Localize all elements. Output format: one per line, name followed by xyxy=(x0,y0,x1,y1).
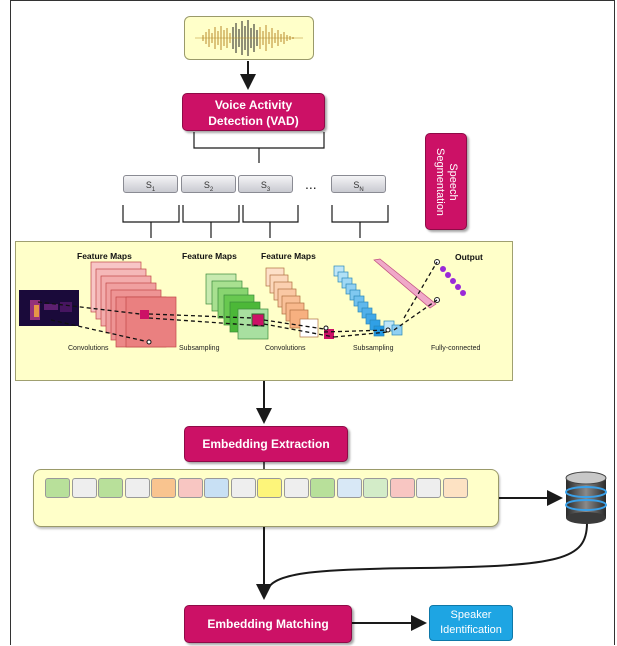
segment-bracket-1 xyxy=(122,205,180,238)
fully-connected-layer xyxy=(373,258,437,309)
embedding-cell xyxy=(230,478,256,498)
segment-s1: S1 xyxy=(123,175,178,193)
embedding-cell xyxy=(336,478,362,498)
segment-bracket-3 xyxy=(242,205,299,238)
convolutions-label-1: Convolutions xyxy=(68,345,109,352)
embedding-cell xyxy=(416,478,441,498)
embedding-extraction-box: Embedding Extraction xyxy=(184,426,348,462)
dashed-connections xyxy=(37,261,438,343)
embedding-cell xyxy=(310,478,335,498)
feature-maps-4 xyxy=(333,265,403,337)
segment-bracket-n xyxy=(331,205,389,238)
cnn-diagram-panel: Feature Maps Feature Maps Feature Maps O… xyxy=(15,241,513,381)
embedding-cell xyxy=(442,478,468,498)
subsampling-label-2: Subsampling xyxy=(353,345,394,352)
feature-maps-label-1: Feature Maps xyxy=(77,251,132,261)
vad-bracket xyxy=(193,132,325,163)
embedding-cell xyxy=(257,478,282,498)
figure-frame xyxy=(10,0,615,645)
feature-maps-label-3: Feature Maps xyxy=(261,251,316,261)
embedding-cell xyxy=(177,478,203,498)
database-icon xyxy=(565,471,607,524)
speaker-identification-box: Speaker Identification xyxy=(429,605,513,641)
vad-box: Voice Activity Detection (VAD) xyxy=(182,93,325,131)
speech-segmentation-label: Speech Segmentation xyxy=(434,147,459,216)
segment-ellipsis: ... xyxy=(305,176,317,192)
audio-input-box xyxy=(184,16,314,60)
output-label: Output xyxy=(455,252,483,262)
connection-nodes xyxy=(146,325,391,345)
embedding-cell xyxy=(45,478,70,498)
segment-s3: S3 xyxy=(238,175,293,193)
embedding-cell xyxy=(71,478,97,498)
feature-maps-label-2: Feature Maps xyxy=(182,251,237,261)
feature-maps-1 xyxy=(90,261,177,348)
embedding-cell xyxy=(151,478,176,498)
convolutions-label-2: Convolutions xyxy=(265,345,306,352)
waveform-icon xyxy=(195,20,303,56)
subsampling-label-1: Subsampling xyxy=(179,345,220,352)
vad-label-line2: Detection (VAD) xyxy=(208,114,299,128)
vad-label-line1: Voice Activity xyxy=(214,98,293,112)
spectrogram-icon xyxy=(19,290,79,326)
curve-database-to-matching xyxy=(266,522,588,591)
embedding-cell xyxy=(98,478,123,498)
speaker-identification-line2: Identification xyxy=(440,624,502,636)
fully-connected-label: Fully-connected xyxy=(431,345,481,352)
feature-maps-2 xyxy=(205,273,269,340)
speech-segmentation-box: Speech Segmentation xyxy=(425,133,467,230)
segment-bracket-2 xyxy=(182,205,240,238)
output-nodes xyxy=(434,259,466,303)
embedding-cell xyxy=(204,478,229,498)
speaker-identification-line1: Speaker xyxy=(450,609,492,621)
segment-sn: SN xyxy=(331,175,386,193)
cnn-diagram xyxy=(19,258,466,348)
embedding-matching-box: Embedding Matching xyxy=(184,605,352,643)
feature-maps-3 xyxy=(265,267,334,339)
embedding-cell xyxy=(363,478,388,498)
segment-s2: S2 xyxy=(181,175,236,193)
embedding-extraction-label: Embedding Extraction xyxy=(202,437,330,451)
embedding-cell xyxy=(124,478,150,498)
embedding-cell xyxy=(283,478,309,498)
embedding-matching-label: Embedding Matching xyxy=(207,617,329,631)
embedding-cell xyxy=(389,478,415,498)
